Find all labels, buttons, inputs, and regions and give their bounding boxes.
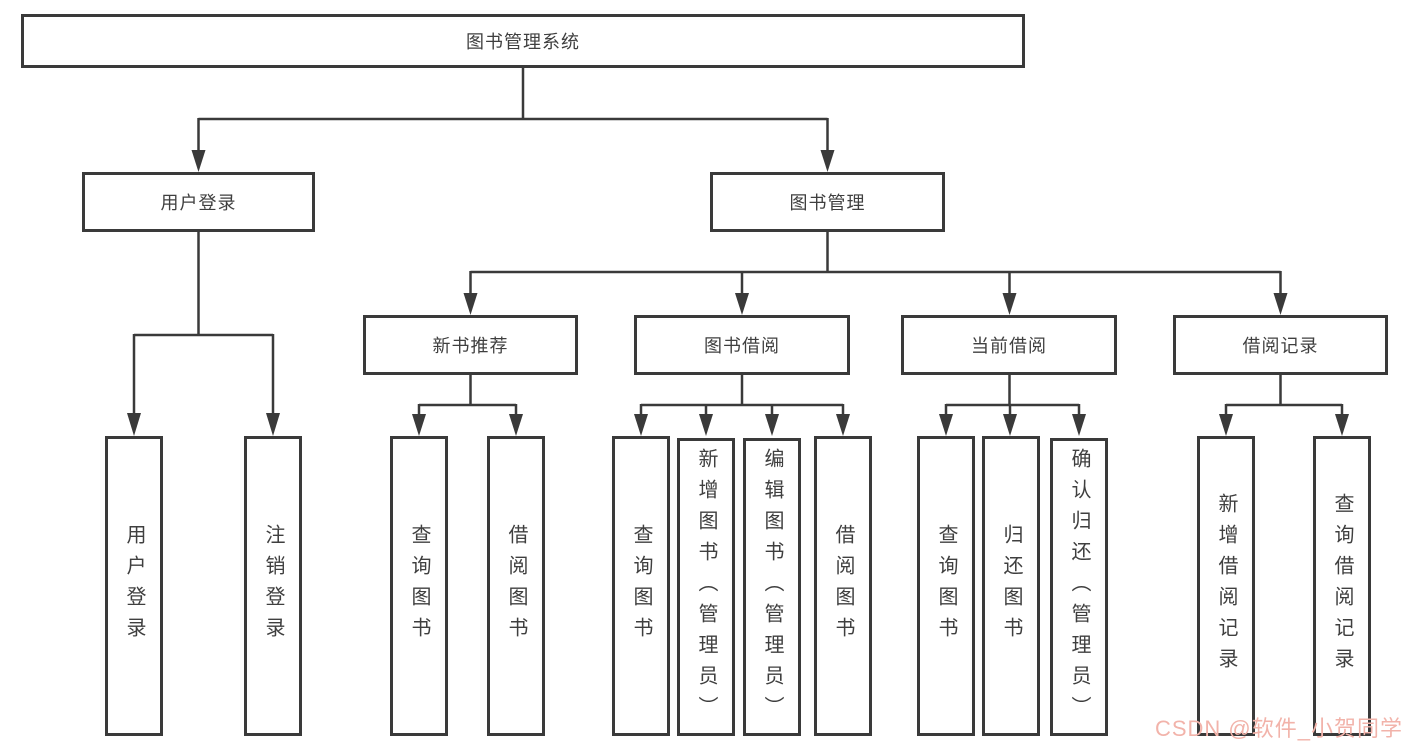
leaf-borrow-edit-admin: 编辑图书（管理员）	[743, 438, 801, 736]
leaf-logout: 注销登录	[244, 436, 302, 736]
node-new-book-recommend: 新书推荐	[363, 315, 578, 375]
leaf-newbook-borrow: 借阅图书	[487, 436, 545, 736]
leaf-label: 借阅图书	[505, 524, 527, 648]
leaf-borrow-add-admin: 新增图书（管理员）	[677, 438, 735, 736]
connector-current-borrow-to-leaves	[939, 375, 1086, 436]
leaf-label: 新增借阅记录	[1215, 493, 1237, 679]
leaf-current-query: 查询图书	[917, 436, 975, 736]
leaf-borrow-query: 查询图书	[612, 436, 670, 736]
leaf-label: 查询图书	[630, 524, 652, 648]
leaf-newbook-query: 查询图书	[390, 436, 448, 736]
leaf-current-return: 归还图书	[982, 436, 1040, 736]
leaf-label: 确认归还（管理员）	[1068, 447, 1090, 727]
leaf-user-login: 用户登录	[105, 436, 163, 736]
leaf-label: 注销登录	[262, 524, 284, 648]
node-user-login: 用户登录	[82, 172, 315, 232]
connector-borrow-record-to-leaves	[1219, 375, 1349, 436]
csdn-watermark: CSDN @软件_小贺同学	[1154, 716, 1403, 741]
leaf-label: 新增图书（管理员）	[695, 447, 717, 727]
node-borrow-records: 借阅记录	[1173, 315, 1388, 375]
connector-new-book-to-leaves	[412, 375, 523, 436]
leaf-label: 查询图书	[408, 524, 430, 648]
leaf-record-add: 新增借阅记录	[1197, 436, 1255, 736]
connector-book-borrow-to-leaves	[634, 375, 850, 436]
connector-root-to-level2	[191, 68, 835, 172]
leaf-label: 归还图书	[1000, 524, 1022, 648]
leaf-label: 编辑图书（管理员）	[761, 447, 783, 727]
leaf-current-confirm-admin: 确认归还（管理员）	[1050, 438, 1108, 736]
leaf-label: 查询图书	[935, 524, 957, 648]
connector-book-management-to-level3	[463, 232, 1288, 315]
connector-user-login-to-leaves	[127, 232, 280, 436]
leaf-label: 查询借阅记录	[1331, 493, 1353, 679]
leaf-borrow-book: 借阅图书	[814, 436, 872, 736]
node-current-borrow: 当前借阅	[901, 315, 1117, 375]
node-book-management: 图书管理	[710, 172, 945, 232]
node-book-borrow: 图书借阅	[634, 315, 850, 375]
leaf-label: 借阅图书	[832, 524, 854, 648]
leaf-record-query: 查询借阅记录	[1313, 436, 1371, 736]
leaf-label: 用户登录	[123, 524, 145, 648]
node-root-system: 图书管理系统	[21, 14, 1025, 68]
